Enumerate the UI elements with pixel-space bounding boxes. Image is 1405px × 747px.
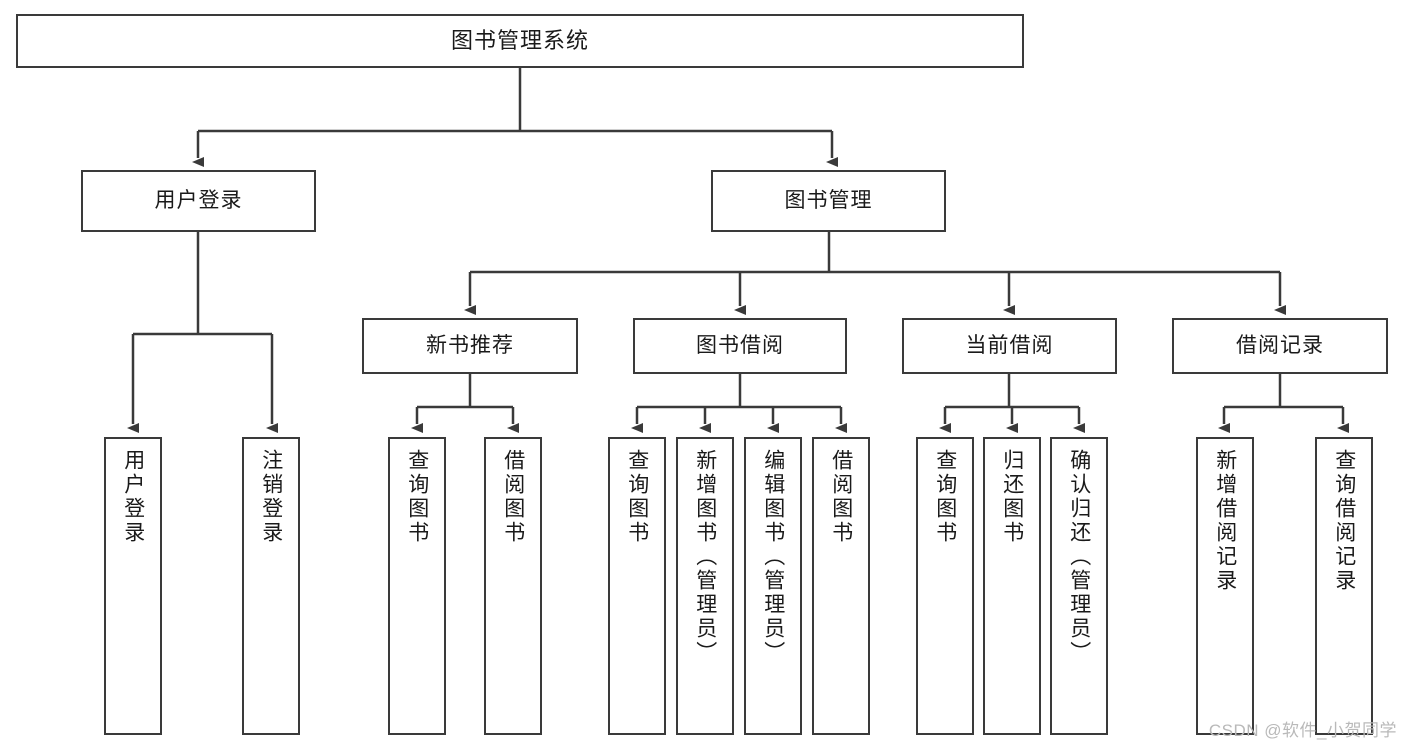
node-label: 新书推荐 xyxy=(426,333,514,357)
leaf-add-borrow-record[interactable]: 新增借阅记录 xyxy=(1196,437,1254,735)
node-label: 新增借阅记录 xyxy=(1213,449,1237,593)
node-user-login[interactable]: 用户登录 xyxy=(81,170,316,232)
node-label: 编辑图书（管理员） xyxy=(761,449,785,665)
node-root-system[interactable]: 图书管理系统 xyxy=(16,14,1024,68)
node-book-management[interactable]: 图书管理 xyxy=(711,170,946,232)
node-label: 确认归还（管理员） xyxy=(1067,449,1091,665)
node-label: 新增图书（管理员） xyxy=(693,449,717,665)
leaf-query-book-recommend[interactable]: 查询图书 xyxy=(388,437,446,735)
csdn-watermark: CSDN @软件_小贺同学 xyxy=(1208,721,1397,740)
node-label: 图书借阅 xyxy=(696,333,784,357)
node-label: 借阅记录 xyxy=(1236,333,1324,357)
node-book-borrow[interactable]: 图书借阅 xyxy=(633,318,847,374)
node-label: 查询图书 xyxy=(933,449,957,545)
leaf-add-book-admin[interactable]: 新增图书（管理员） xyxy=(676,437,734,735)
leaf-borrow-book[interactable]: 借阅图书 xyxy=(812,437,870,735)
node-borrow-record[interactable]: 借阅记录 xyxy=(1172,318,1388,374)
node-current-borrow[interactable]: 当前借阅 xyxy=(902,318,1117,374)
leaf-query-book-borrow[interactable]: 查询图书 xyxy=(608,437,666,735)
node-label: 查询图书 xyxy=(405,449,429,545)
node-label: 查询图书 xyxy=(625,449,649,545)
leaf-return-book[interactable]: 归还图书 xyxy=(983,437,1041,735)
leaf-confirm-return-admin[interactable]: 确认归还（管理员） xyxy=(1050,437,1108,735)
node-label: 归还图书 xyxy=(1000,449,1024,545)
leaf-query-borrow-record[interactable]: 查询借阅记录 xyxy=(1315,437,1373,735)
leaf-borrow-book-recommend[interactable]: 借阅图书 xyxy=(484,437,542,735)
node-label: 借阅图书 xyxy=(501,449,525,545)
node-label: 当前借阅 xyxy=(965,333,1054,357)
node-label: 借阅图书 xyxy=(829,449,853,545)
node-label: 用户登录 xyxy=(154,188,243,212)
leaf-user-login[interactable]: 用户登录 xyxy=(104,437,162,735)
node-new-book-recommend[interactable]: 新书推荐 xyxy=(362,318,578,374)
node-label: 注销登录 xyxy=(259,449,283,545)
node-label: 图书管理系统 xyxy=(450,28,589,54)
leaf-logout[interactable]: 注销登录 xyxy=(242,437,300,735)
leaf-edit-book-admin[interactable]: 编辑图书（管理员） xyxy=(744,437,802,735)
node-label: 查询借阅记录 xyxy=(1332,449,1356,593)
node-label: 图书管理 xyxy=(784,188,873,212)
node-label: 用户登录 xyxy=(121,449,145,545)
leaf-query-book-current[interactable]: 查询图书 xyxy=(916,437,974,735)
